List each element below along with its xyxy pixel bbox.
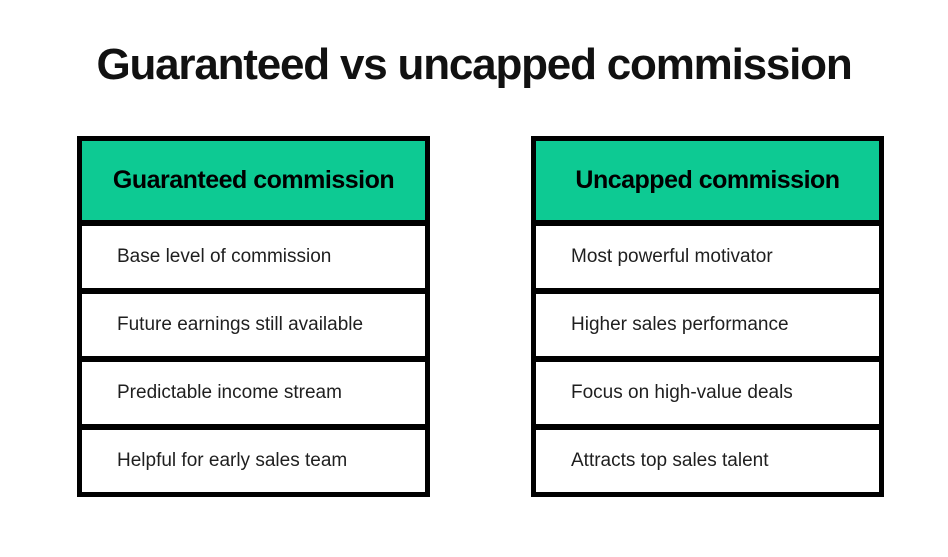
table-row: Higher sales performance [536, 294, 879, 362]
guaranteed-table-header: Guaranteed commission [82, 141, 425, 226]
page-title: Guaranteed vs uncapped commission [96, 40, 852, 89]
guaranteed-commission-table: Guaranteed commission Base level of comm… [77, 136, 430, 497]
table-row: Predictable income stream [82, 362, 425, 430]
table-row: Most powerful motivator [536, 226, 879, 294]
table-row: Base level of commission [82, 226, 425, 294]
table-row: Future earnings still available [82, 294, 425, 362]
table-row: Focus on high-value deals [536, 362, 879, 430]
comparison-tables: Guaranteed commission Base level of comm… [77, 136, 884, 497]
table-row: Attracts top sales talent [536, 430, 879, 492]
table-row: Helpful for early sales team [82, 430, 425, 492]
uncapped-table-header: Uncapped commission [536, 141, 879, 226]
uncapped-commission-table: Uncapped commission Most powerful motiva… [531, 136, 884, 497]
